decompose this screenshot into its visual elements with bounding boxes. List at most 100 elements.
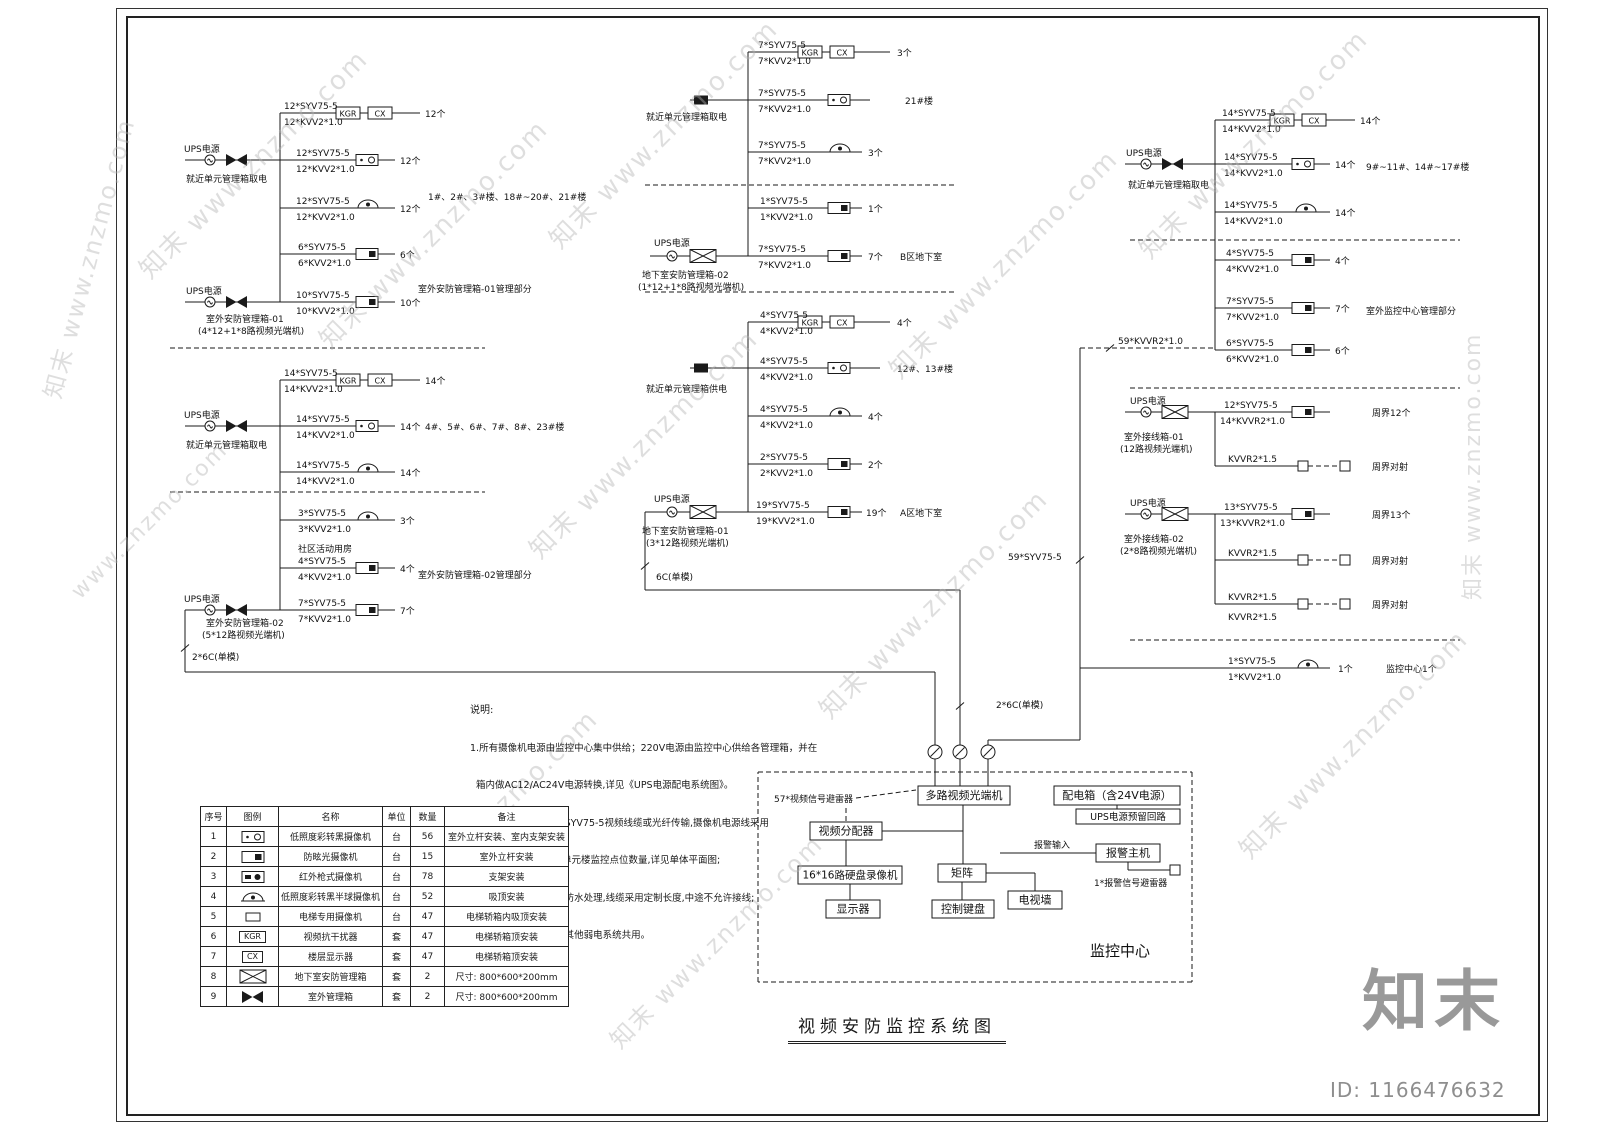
watermark: 知末 www.znzmo.com	[314, 114, 555, 355]
legend-header: 名称	[277, 806, 384, 827]
diagram-label: 2*KVV2*1.0	[760, 469, 813, 479]
diagram-label: 地下室安防管理箱-02	[642, 269, 729, 281]
diagram-label: 12*KVV2*1.0	[284, 118, 343, 128]
diagram-label: 周界对射	[1372, 599, 1408, 611]
splice-icon	[927, 744, 943, 760]
diagram-label: 12个	[400, 156, 420, 167]
diagram-label: 3个	[868, 148, 883, 159]
dome-icon	[827, 143, 853, 153]
diagram-label: (4*12+1*8路视频光端机)	[198, 325, 304, 337]
diagram-label: 就近单元管理箱取电	[646, 111, 727, 123]
diagram-label: 室外安防管理箱-02管理部分	[418, 569, 532, 581]
diagram-label: 周界12个	[1372, 408, 1410, 419]
diagram-label: 4个	[897, 318, 912, 329]
outdoor-box-icon	[241, 990, 263, 1003]
legend-header: 单位	[382, 806, 412, 827]
diagram-label: 59*SYV75-5	[1008, 553, 1062, 563]
splice-icon	[980, 744, 996, 760]
sq-icon	[1297, 598, 1309, 610]
diagram-label: 2个	[868, 460, 883, 471]
cam-icon	[355, 154, 379, 166]
splice-icon	[952, 744, 968, 760]
diagram-label: 6*SYV75-5	[298, 243, 346, 253]
diagram-label: 14*KVV2*1.0	[1224, 217, 1283, 227]
sq-icon	[1169, 864, 1181, 876]
diagram-label: 19*SYV75-5	[756, 501, 810, 511]
drawing-frame-inner	[126, 16, 1540, 1116]
boxx-icon	[689, 249, 717, 263]
diagram-label: KVVR2*1.5	[1228, 613, 1277, 623]
ups-icon	[1140, 508, 1152, 520]
diagram-label: UPS电源	[184, 409, 220, 421]
diagram-label: A区地下室	[900, 507, 942, 519]
legend-header: 数量	[410, 806, 446, 827]
diagram-label: 14*SYV75-5	[296, 461, 350, 471]
diagram-label: 13*SYV75-5	[1224, 503, 1278, 513]
svg-text:报警主机: 报警主机	[1106, 845, 1150, 859]
diagram-label: 7个	[1335, 304, 1350, 315]
bowtie-icon	[1162, 158, 1183, 170]
diagram-label: 室外安防管理箱-02	[206, 617, 284, 629]
diagram-label: 14*SYV75-5	[1224, 201, 1278, 211]
svg-text:KGR: KGR	[339, 109, 356, 118]
diagram-label: 4*KVV2*1.0	[760, 373, 813, 383]
diagram-label: 1个	[1338, 664, 1353, 675]
diagram-label: 57*视频信号避雷器	[774, 793, 853, 805]
basement-security-box-icon	[239, 969, 266, 984]
diagram-label: 1*SYV75-5	[1228, 657, 1276, 667]
diagram-label: 周界对射	[1372, 461, 1408, 473]
diagram-label: 14*SYV75-5	[1224, 153, 1278, 163]
diagram-label: 14*KVV2*1.0	[296, 431, 355, 441]
legend-header: 序号	[200, 806, 227, 827]
kgr-box: KGR	[797, 315, 823, 329]
cx-box: CX	[367, 373, 393, 387]
diagram-label: 就近单元管理箱取电	[1128, 179, 1209, 191]
diagram-label: (12路视频光端机)	[1120, 443, 1192, 455]
notes-heading: 说明:	[470, 705, 494, 716]
diagram-label: 4*SYV75-5	[760, 357, 808, 367]
diagram-label: 7*SYV75-5	[758, 41, 806, 51]
svg-text:多路视频光端机: 多路视频光端机	[926, 788, 1003, 802]
cam2-icon	[1291, 508, 1315, 520]
diagram-label: 19*KVV2*1.0	[756, 517, 815, 527]
svg-text:CX: CX	[374, 109, 386, 118]
diagram-label: 4个	[1335, 256, 1350, 267]
sq-icon	[1339, 460, 1351, 472]
svg-text:CX: CX	[1308, 116, 1320, 125]
bowtie-icon	[226, 604, 247, 616]
legend-row: 6 KGR 视频抗干扰器 套 47 电梯轿箱顶安装	[200, 926, 570, 947]
legend-row: 3 红外枪式摄像机 台 78 支架安装	[200, 866, 570, 887]
diagram-label: 4*KVV2*1.0	[760, 421, 813, 431]
bowtie-icon	[226, 296, 247, 308]
tv-wall-box: 电视墙	[1007, 890, 1063, 910]
cx-box: CX	[829, 45, 855, 59]
diagram-label: 1*SYV75-5	[760, 197, 808, 207]
power-distribution-box: 配电箱（含24V电源）	[1053, 785, 1181, 806]
diagram-label: 3个	[897, 48, 912, 59]
ups-reserved-loop-box: UPS电源预留回路	[1075, 808, 1181, 825]
diagram-label: 14*KVV2*1.0	[1224, 169, 1283, 179]
note-line: RVV2*1.0线缆,具体单元楼监控点位数量,详见单体平面图;	[470, 855, 721, 866]
diagram-label: 4#、5#、6#、7#、8#、23#楼	[425, 421, 564, 433]
diagram-label: 1*KVV2*1.0	[1228, 673, 1281, 683]
dome-icon	[1293, 203, 1319, 213]
diagram-label: 7*KVV2*1.0	[298, 615, 351, 625]
svg-text:KGR: KGR	[1273, 116, 1290, 125]
ir-camera-icon	[241, 870, 264, 883]
drawing-frame-outer	[116, 8, 1548, 1122]
ups-icon	[1140, 406, 1152, 418]
diagram-label: 7*SYV75-5	[298, 599, 346, 609]
diagram-label: 6个	[400, 250, 415, 261]
diagram-label: 14*SYV75-5	[296, 415, 350, 425]
diagram-label: 1*KVV2*1.0	[760, 213, 813, 223]
watermark: 知末 www.znzmo.com	[1134, 24, 1375, 265]
diagram-label: 14*KVV2*1.0	[296, 477, 355, 487]
diagram-label: 4个	[400, 564, 415, 575]
video-distributor-box: 视频分配器	[809, 821, 883, 841]
note-line: 1.所有摄像机电源由监控中心集中供给；220V电源由监控中心供给各管理箱，并在	[470, 742, 818, 754]
diagram-label: 就近单元管理箱取电	[186, 439, 267, 451]
diagram-label: 3*SYV75-5	[298, 509, 346, 519]
optical-transceiver-box: 多路视频光端机	[917, 785, 1011, 806]
drawing-id-label: ID: 1166476632	[1330, 1078, 1506, 1102]
